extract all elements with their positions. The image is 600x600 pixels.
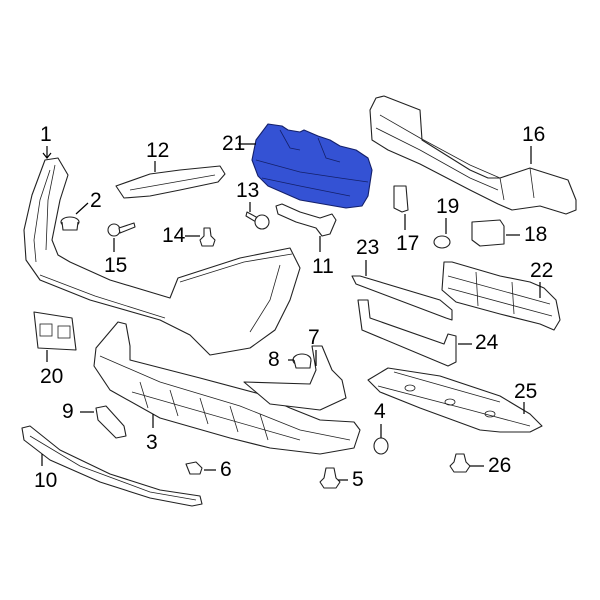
- part-18-sensor[interactable]: [471, 219, 505, 247]
- part-16-reinforcement-beam[interactable]: [369, 95, 577, 215]
- callout-17[interactable]: 17: [396, 232, 420, 255]
- callout-9[interactable]: 9: [62, 400, 74, 423]
- part-6-cap[interactable]: [185, 461, 203, 475]
- part-12-bracket[interactable]: [115, 165, 226, 199]
- part-4-cap[interactable]: [373, 437, 389, 455]
- part-13-bolt[interactable]: [245, 211, 270, 230]
- part-7-trim[interactable]: [243, 345, 347, 411]
- callout-14[interactable]: 14: [162, 224, 186, 247]
- part-3-lower-bumper[interactable]: [93, 321, 361, 455]
- part-26-clip[interactable]: [449, 453, 471, 473]
- part-20-license-bracket[interactable]: [33, 311, 77, 351]
- part-14-push-pin[interactable]: [199, 227, 216, 247]
- part-9-trim[interactable]: [95, 405, 127, 439]
- part-22-shutter-grille[interactable]: [441, 261, 561, 331]
- callout-18[interactable]: 18: [524, 223, 548, 246]
- callout-5[interactable]: 5: [352, 468, 364, 491]
- part-24-lower-support[interactable]: [357, 299, 457, 367]
- callout-20[interactable]: 20: [40, 365, 64, 388]
- callout-1[interactable]: 1: [40, 123, 52, 146]
- callout-11[interactable]: 11: [312, 255, 334, 278]
- callout-19[interactable]: 19: [436, 195, 460, 218]
- callout-7[interactable]: 7: [308, 326, 320, 349]
- part-21-air-guide-highlighted[interactable]: [251, 123, 373, 209]
- callout-13[interactable]: 13: [236, 179, 260, 202]
- callout-4[interactable]: 4: [374, 400, 386, 423]
- part-17-bracket[interactable]: [393, 185, 409, 213]
- callout-15[interactable]: 15: [104, 254, 128, 277]
- part-2-clip[interactable]: [60, 216, 80, 231]
- callout-12[interactable]: 12: [146, 139, 170, 162]
- callout-24[interactable]: 24: [475, 331, 499, 354]
- callout-10[interactable]: 10: [34, 469, 58, 492]
- part-11-bracket[interactable]: [275, 203, 337, 237]
- part-10-lower-molding[interactable]: [21, 425, 203, 507]
- callout-6[interactable]: 6: [220, 458, 232, 481]
- callout-26[interactable]: 26: [488, 454, 512, 477]
- part-19-cap[interactable]: [433, 235, 451, 249]
- callout-2[interactable]: 2: [90, 189, 102, 212]
- callout-23[interactable]: 23: [356, 236, 380, 259]
- callout-16[interactable]: 16: [522, 123, 546, 146]
- leader-arrows: [41, 143, 541, 481]
- part-8-clip[interactable]: [292, 353, 312, 369]
- callout-8[interactable]: 8: [268, 348, 280, 371]
- callout-3[interactable]: 3: [146, 431, 158, 454]
- callout-25[interactable]: 25: [514, 380, 538, 403]
- part-23-support[interactable]: [351, 275, 453, 321]
- part-5-clip[interactable]: [319, 467, 341, 489]
- part-15-bolt[interactable]: [107, 222, 136, 237]
- part-25-undercover[interactable]: [367, 367, 543, 433]
- callout-21[interactable]: 21: [222, 132, 246, 155]
- callout-22[interactable]: 22: [530, 259, 554, 282]
- part-1-bumper-cover[interactable]: [23, 157, 301, 356]
